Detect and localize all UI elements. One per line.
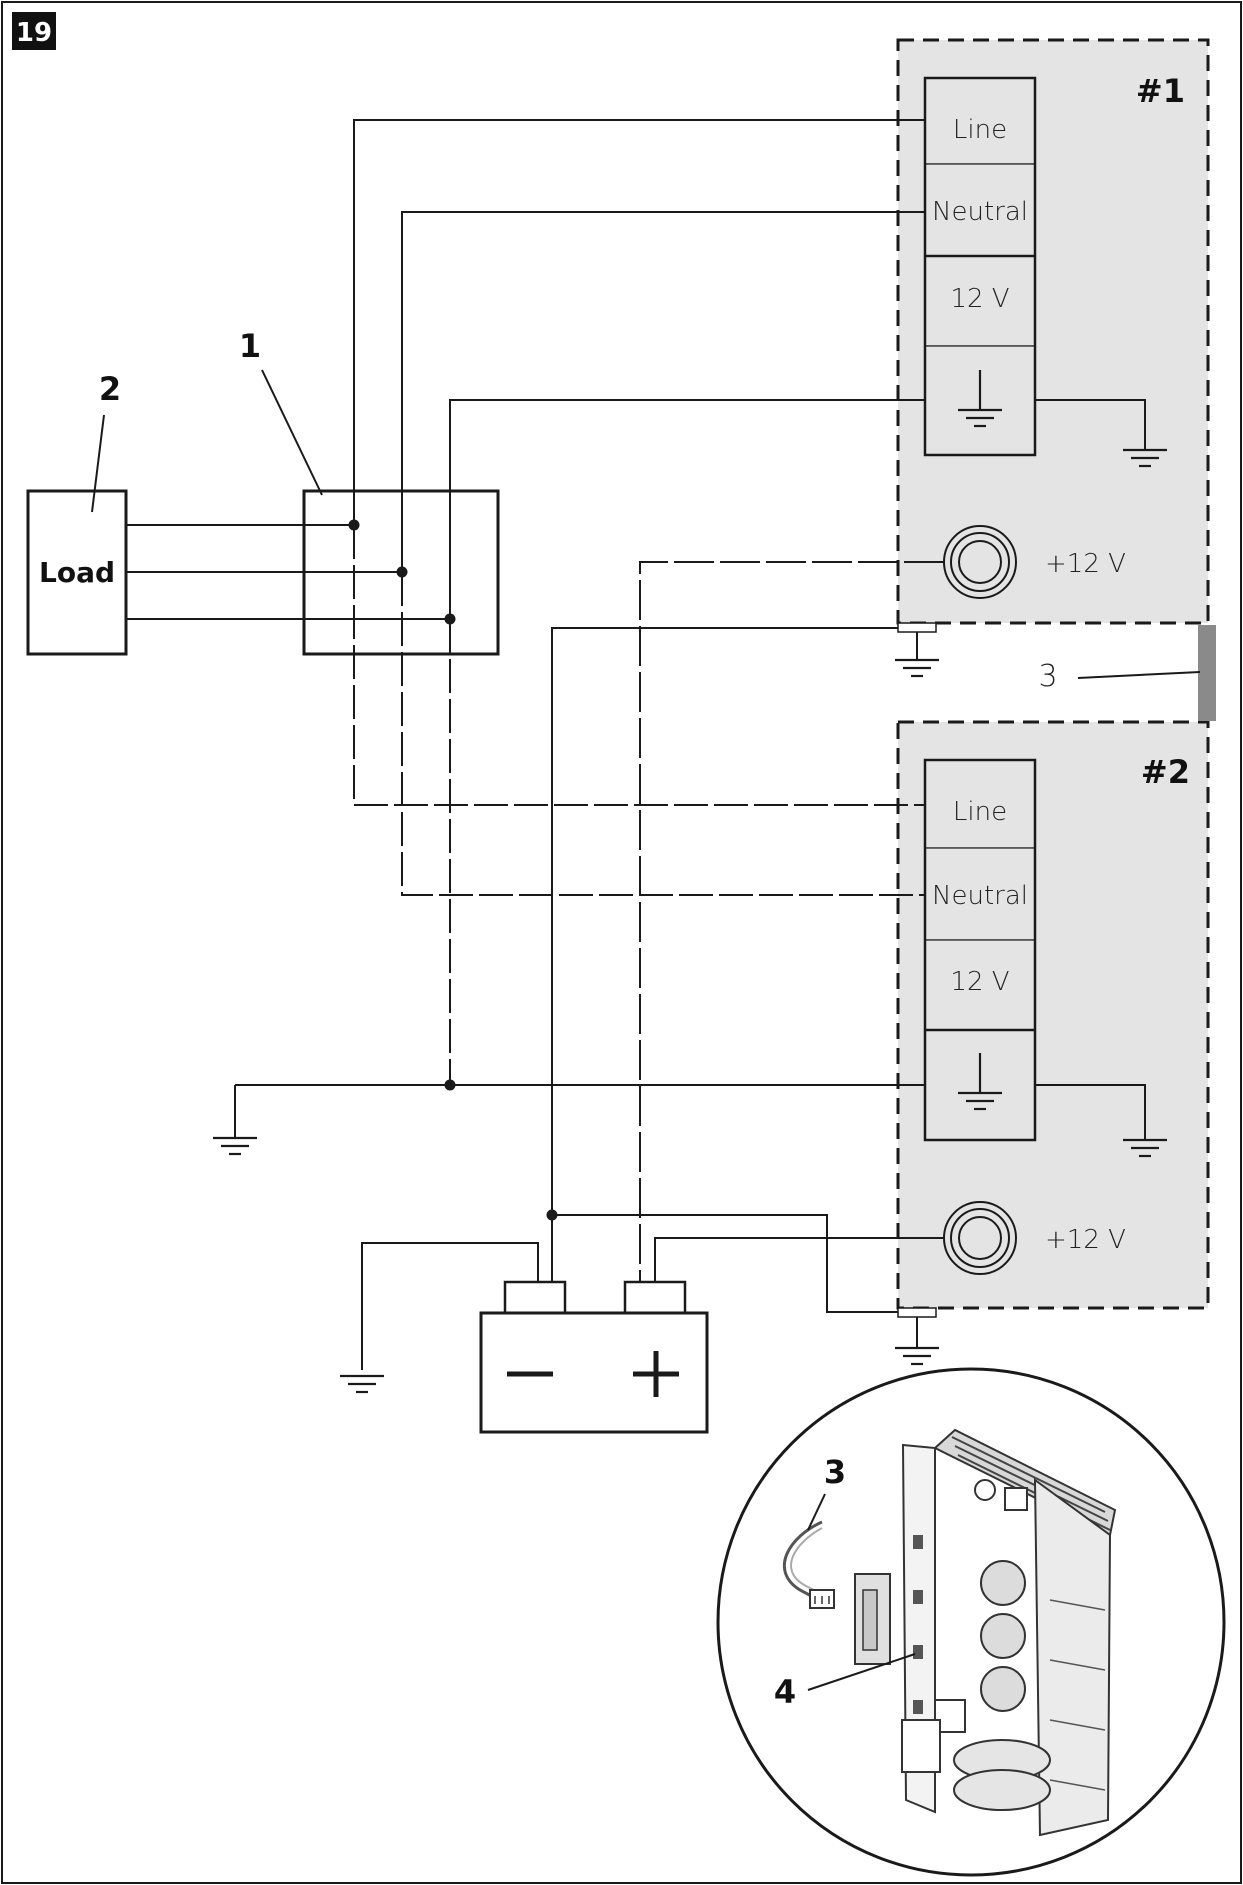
panel-1: #1 Line Neutral 12 V +12 V <box>896 38 1210 633</box>
neutral-wire-panel-2 <box>401 572 925 896</box>
panel-1-power-post-icon <box>943 525 1017 599</box>
ground-wire-panel-1 <box>449 399 925 619</box>
circuit-board-inset <box>716 1367 1226 1877</box>
inset-cable-callout: 3 <box>824 1453 846 1491</box>
junction-dot-line <box>348 519 360 531</box>
inset-connector-callout-leader <box>807 1653 916 1691</box>
inset-bridge-cable <box>782 1520 823 1600</box>
panel-2-terminal-line: Line <box>953 797 1007 827</box>
board-connector-socket <box>913 1645 923 1659</box>
panel-2-ground-tab <box>897 1307 937 1318</box>
panel-2-terminal-12v: 12 V <box>950 967 1009 997</box>
panel-2-title: #2 <box>1141 753 1190 791</box>
load-callout: 2 <box>99 370 121 408</box>
load-label: Load <box>39 556 115 589</box>
neutral-wire-panel-1 <box>401 211 925 572</box>
panel-1-terminal-ground-icon <box>956 370 1004 428</box>
bridge-cable-leader <box>1077 671 1201 679</box>
figure-number: 19 <box>16 18 52 48</box>
positive-wire-panel-1 <box>639 561 944 1282</box>
panel-1-terminal-neutral: Neutral <box>932 197 1028 227</box>
line-wire-panel-1 <box>353 119 925 525</box>
panel-1-terminal-block: Line Neutral 12 V <box>923 76 1037 457</box>
junction-box-callout: 1 <box>239 327 261 365</box>
junction-dot-ground <box>444 613 456 625</box>
load-callout-leader <box>91 414 105 513</box>
junction-dot-neutral <box>396 566 408 578</box>
panel-1-earth-wire <box>1035 399 1146 450</box>
bridge-cable-callout: 3 <box>1038 659 1057 694</box>
panel-2: #2 Line Neutral 12 V +12 V <box>896 720 1210 1318</box>
negative-wire-panel-2 <box>552 1214 898 1313</box>
negative-wire-panel-1 <box>551 627 898 1282</box>
panel-2-earth-wire <box>1035 1084 1146 1140</box>
panel-1-title: #1 <box>1136 72 1185 110</box>
junction-box-callout-leader <box>261 369 323 496</box>
panel-2-terminal-ground-icon <box>956 1053 1004 1111</box>
panel-1-power-post-label: +12 V <box>1045 549 1126 579</box>
figure-number-badge: 19 <box>12 12 56 50</box>
panel-2-terminal-block: Line Neutral 12 V <box>923 758 1037 1142</box>
inset-connector-callout: 4 <box>774 1673 796 1711</box>
panel-1-ground-tab <box>897 622 937 633</box>
inset-cable-callout-leader <box>807 1493 826 1531</box>
panel-1-terminal-line: Line <box>953 115 1007 145</box>
junction-dot-earth <box>444 1079 456 1091</box>
battery-earth-wire <box>361 1242 539 1370</box>
battery-icon <box>479 1280 709 1434</box>
panel-2-power-post-label: +12 V <box>1045 1225 1126 1255</box>
load-box: Load <box>26 489 128 656</box>
panel-2-terminal-neutral: Neutral <box>932 881 1028 911</box>
panel-1-terminal-12v: 12 V <box>950 284 1009 314</box>
positive-wire-panel-2 <box>654 1237 944 1282</box>
line-wire-panel-2 <box>353 525 925 806</box>
load-wires <box>126 524 450 620</box>
bridge-cable <box>1198 625 1216 721</box>
panel-2-power-post-icon <box>943 1201 1017 1275</box>
